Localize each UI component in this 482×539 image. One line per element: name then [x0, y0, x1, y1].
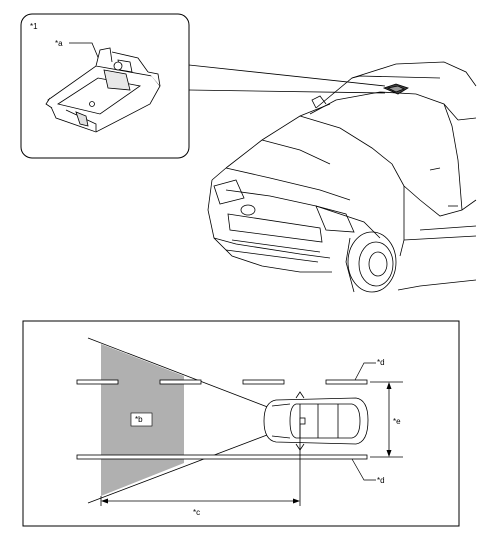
dimension-c-arrow-left — [101, 498, 108, 504]
lane-marks-upper — [76, 379, 368, 385]
diagram-frame — [22, 320, 460, 527]
inset-callout: *1 *a — [20, 13, 386, 159]
callout-a-label: *a — [55, 39, 63, 48]
callout-e-label: *e — [393, 417, 401, 426]
lane-mark — [76, 379, 119, 385]
callout-1-label: *1 — [30, 22, 38, 31]
windshield-camera — [382, 83, 409, 95]
dimension-e-arrow-top — [386, 382, 392, 389]
dimension-e-arrow-bottom — [386, 450, 392, 457]
lane-line-lower — [76, 454, 368, 460]
callout-d-top-leader — [354, 362, 376, 381]
vehicle-top-view — [263, 391, 369, 451]
callout-a-leader — [69, 42, 101, 63]
connector-line-lower — [188, 89, 386, 94]
callout-d-top-label: *d — [377, 358, 385, 367]
vehicle-drawing — [207, 61, 477, 293]
callout-b-label: *b — [135, 415, 143, 424]
callout-d-bottom-leader — [351, 458, 376, 481]
callout-b-box — [130, 412, 153, 427]
connector-line-upper — [188, 64, 386, 87]
dimension-c-arrow-right — [293, 498, 300, 504]
lane-mark — [325, 379, 368, 385]
callout-d-bottom-label: *d — [377, 476, 385, 485]
lane-mark — [159, 379, 202, 385]
camera-unit-drawing — [45, 47, 161, 133]
inset-frame — [20, 13, 190, 159]
top-view-diagram: *c *e *b *d *d — [22, 320, 460, 527]
callout-c-label: *c — [193, 508, 200, 517]
lane-mark — [242, 379, 285, 385]
